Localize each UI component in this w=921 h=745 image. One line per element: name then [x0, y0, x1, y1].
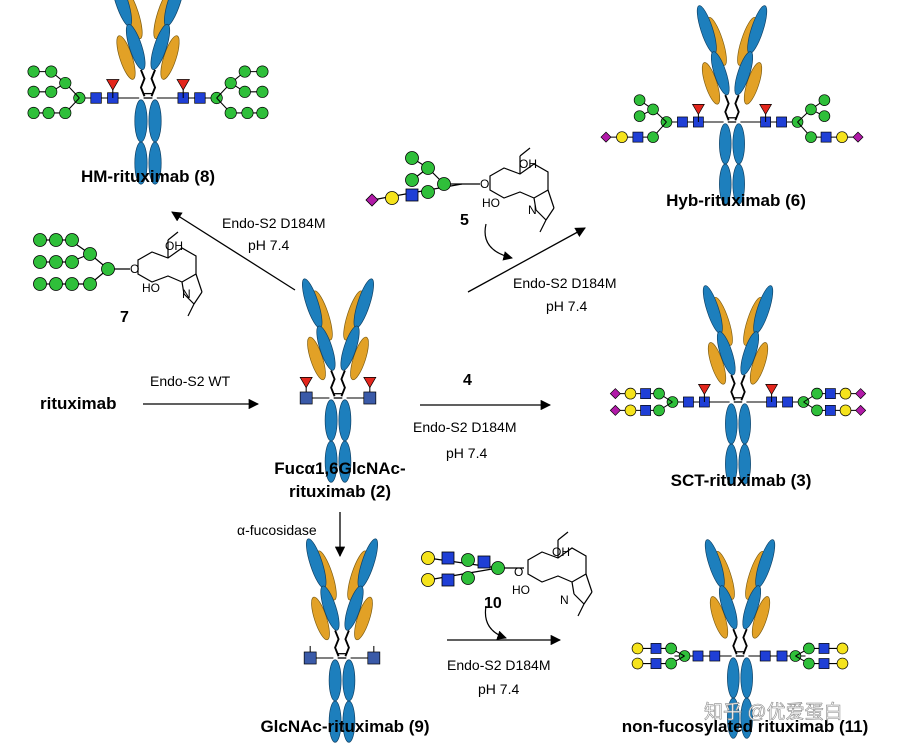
sct-rituximab-antibody [610, 282, 865, 486]
c7-o: O [130, 262, 139, 276]
c10-o: O [514, 565, 523, 579]
c5-ho: HO [482, 196, 500, 210]
c7-n: N [182, 287, 191, 301]
compound-5-label: 5 [460, 212, 469, 229]
sct-rituximab-label: SCT-rituximab (3) [671, 471, 812, 490]
compound-5-structure [365, 147, 555, 233]
c10-ho: HO [512, 583, 530, 597]
arrow-to-hm [171, 211, 296, 291]
c10-n: N [560, 593, 569, 607]
nonfuc-condition-enzyme: Endo-S2 D184M [447, 657, 551, 673]
compound-7-label: 7 [120, 309, 129, 326]
fuc-glcnac-label-line1: Fucα1,6GlcNAc- [274, 459, 405, 478]
wt-condition: Endo-S2 WT [150, 373, 231, 389]
hm-rituximab-antibody [28, 0, 268, 186]
compound-10-label: 10 [484, 595, 502, 612]
sct-condition-enzyme: Endo-S2 D184M [413, 419, 517, 435]
compound-10-structure [421, 531, 593, 617]
glcnac-rituximab-antibody [301, 536, 383, 744]
donor-10-curve [484, 605, 507, 640]
rituximab-label: rituximab [40, 394, 117, 413]
hm-rituximab-label: HM-rituximab (8) [81, 167, 215, 186]
hyb-condition-ph: pH 7.4 [546, 298, 587, 314]
nonfuc-rituximab-label: non-fucosylated rituximab (11) [622, 717, 869, 736]
c5-oh: OH [519, 157, 537, 171]
glcnac-rituximab-label: GlcNAc-rituximab (9) [260, 717, 429, 736]
c5-o: O [480, 177, 489, 191]
nonfuc-condition-ph: pH 7.4 [478, 681, 519, 697]
arrow-to-hyb [467, 227, 586, 293]
c10-oh: OH [552, 545, 570, 559]
c5-n: N [528, 203, 537, 217]
donor-5-curve [484, 223, 513, 261]
compound-4-label: 4 [463, 372, 472, 389]
compound-7-structure [33, 231, 203, 317]
fucosylated-glcnac-rituximab-antibody [297, 276, 379, 484]
hyb-rituximab-antibody [601, 2, 863, 206]
fucosidase-condition: α-fucosidase [237, 522, 317, 538]
hyb-condition-enzyme: Endo-S2 D184M [513, 275, 617, 291]
c7-ho: HO [142, 281, 160, 295]
c7-oh: OH [165, 239, 183, 253]
hm-condition-enzyme: Endo-S2 D184M [222, 215, 326, 231]
watermark: 知乎 @优爱蛋白 [704, 701, 843, 723]
fuc-glcnac-label-line2: rituximab (2) [289, 482, 391, 501]
sct-condition-ph: pH 7.4 [446, 445, 487, 461]
hm-condition-ph: pH 7.4 [248, 237, 289, 253]
hyb-rituximab-label: Hyb-rituximab (6) [666, 191, 806, 210]
